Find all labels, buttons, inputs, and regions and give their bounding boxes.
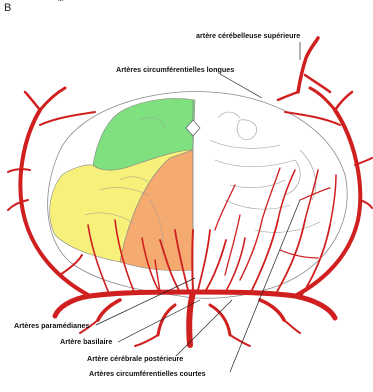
label-basilar-artery: Artère basilaire xyxy=(60,338,112,345)
basilar-artery xyxy=(189,292,193,345)
header-fragment: ... xyxy=(58,0,63,4)
pca-left xyxy=(55,292,193,316)
superior-cerebellar-artery xyxy=(298,38,318,92)
panel-letter: B xyxy=(4,3,11,14)
label-paramedian-arteries: Artères paramédianes xyxy=(14,322,90,329)
label-short-circumferential-arteries: Artères circumférentielles courtes xyxy=(89,370,206,377)
label-long-circumferential-arteries: Artères circumférentielles longues xyxy=(116,66,234,73)
label-posterior-cerebral-artery: Artère cérébrale postérieure xyxy=(87,355,183,362)
label-superior-cerebellar-artery: artère cérébelleuse supérieure xyxy=(196,32,300,39)
